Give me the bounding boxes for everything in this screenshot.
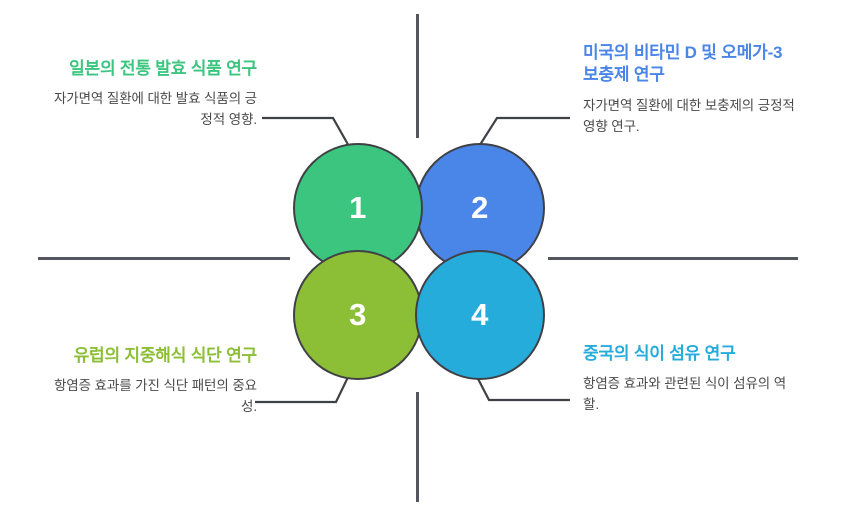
text-block-3: 유럽의 지중해식 식단 연구 항염증 효과를 가진 식단 패턴의 중요성.: [42, 345, 257, 418]
text-block-4: 중국의 식이 섬유 연구 항염증 효과와 관련된 식이 섬유의 역할.: [583, 343, 798, 416]
circle-node-3[interactable]: 3: [293, 250, 423, 380]
circle-node-4[interactable]: 4: [415, 250, 545, 380]
body-4: 항염증 효과와 관련된 식이 섬유의 역할.: [583, 376, 787, 413]
leader-line-1: [262, 116, 351, 149]
circle-number-1: 1: [349, 189, 367, 225]
divider-vertical-top: [416, 14, 419, 138]
body-2: 자가면역 질환에 대한 보충제의 긍정적 영향 연구.: [583, 97, 795, 134]
divider-horizontal-left: [38, 257, 290, 260]
text-block-1: 일본의 전통 발효 식품 연구 자가면역 질환에 대한 발효 식품의 긍정적 영…: [42, 58, 257, 131]
body-1: 자가면역 질환에 대한 발효 식품의 긍정적 영향.: [53, 91, 257, 128]
heading-4: 중국의 식이 섬유 연구: [583, 344, 736, 363]
divider-horizontal-right: [548, 257, 798, 260]
heading-1: 일본의 전통 발효 식품 연구: [69, 59, 257, 78]
heading-3: 유럽의 지중해식 식단 연구: [73, 346, 258, 365]
heading-2: 미국의 비타민 D 및 오메가-3 보충제 연구: [583, 43, 783, 85]
leader-line-3: [255, 372, 351, 404]
body-3: 항염증 효과를 가진 식단 패턴의 중요성.: [53, 378, 257, 415]
circle-number-4: 4: [471, 296, 489, 332]
text-block-2: 미국의 비타민 D 및 오메가-3 보충제 연구 자가면역 질환에 대한 보충제…: [583, 42, 798, 138]
circle-number-3: 3: [349, 296, 367, 332]
circle-number-2: 2: [471, 189, 489, 225]
divider-vertical-bottom: [416, 392, 419, 502]
